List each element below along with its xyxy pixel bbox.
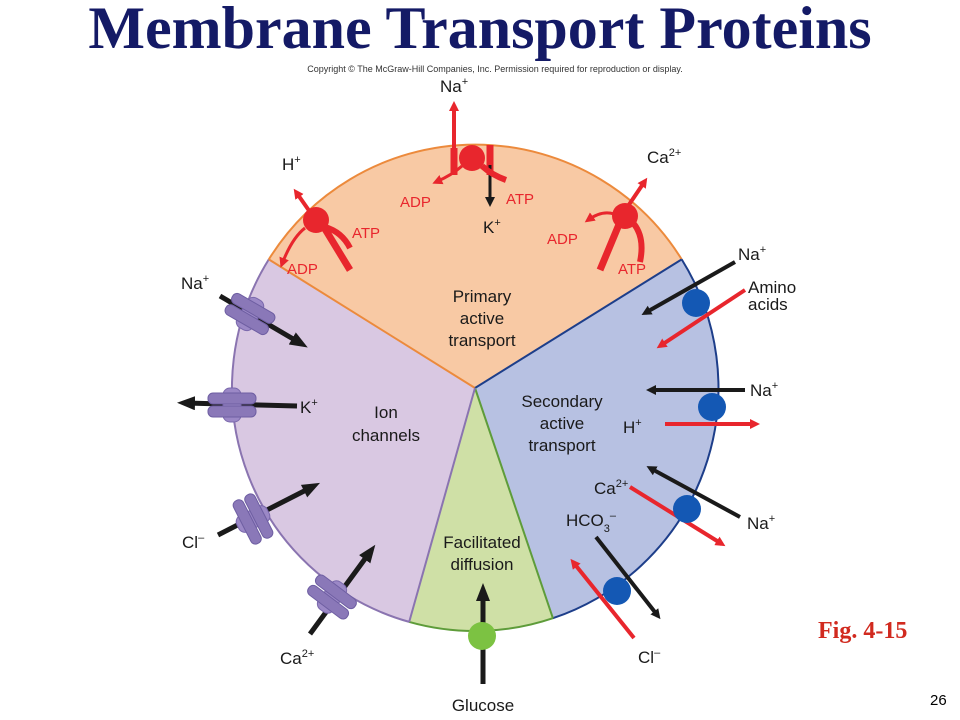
divider-primary-secondary [474, 258, 683, 389]
ca-pump [584, 177, 648, 272]
ion-label-2: channels [352, 426, 420, 445]
sector-facilitated-diffusion [409, 388, 553, 631]
na-h-exchanger [646, 385, 760, 429]
divider-secondary-facilitated [474, 387, 554, 619]
h-pump-label: H+ [282, 154, 301, 174]
sec-h-label: H+ [623, 417, 642, 437]
ion-k-label: K+ [300, 397, 318, 417]
facilitated-label-1: Facilitated [443, 533, 520, 552]
page-number: 26 [930, 692, 947, 709]
na-k-pump [432, 101, 508, 207]
divider-facilitated-ion [408, 387, 476, 623]
hco3-label: HCO3– [566, 510, 617, 535]
atp-top-label: ATP [506, 191, 534, 208]
ca-channel [302, 544, 376, 636]
sec-na2-label: Na+ [750, 380, 778, 400]
sector-ion-channels [231, 259, 475, 622]
h-pump [279, 188, 353, 272]
amino-label-1: Amino [748, 278, 796, 297]
amino-label-2: acids [748, 295, 788, 314]
cl-hco3-exchanger [570, 535, 661, 640]
sector-primary-active [268, 144, 682, 388]
sec-na3-label: Na+ [747, 513, 775, 533]
cl-channel [216, 482, 321, 549]
sec-cl-label: Cl– [638, 647, 661, 667]
divider-ion-primary [268, 258, 476, 389]
adp-top-label: ADP [400, 194, 431, 211]
na-ca-exchanger [628, 466, 741, 547]
atp-h-label: ATP [352, 225, 380, 242]
atp-ca-label: ATP [618, 261, 646, 278]
sec-ca-label: Ca2+ [594, 478, 628, 498]
secondary-label-3: transport [528, 436, 595, 455]
ca-pump-label: Ca2+ [647, 147, 681, 167]
na-amino-cotransporter [641, 260, 747, 349]
primary-label-2: active [460, 309, 504, 328]
na-channel [218, 286, 308, 348]
k-channel [177, 387, 298, 423]
secondary-label-1: Secondary [521, 392, 603, 411]
rim-primary [267, 143, 683, 260]
ion-na-label: Na+ [181, 273, 209, 293]
glucose-label: Glucose [452, 696, 514, 715]
glucose-transporter [468, 583, 496, 684]
figure-label: Fig. 4-15 [818, 618, 908, 644]
primary-label-1: Primary [453, 287, 512, 306]
secondary-label-2: active [540, 414, 584, 433]
k-top-label: K+ [483, 217, 501, 237]
adp-ca-label: ADP [547, 231, 578, 248]
facilitated-label-2: diffusion [450, 555, 513, 574]
sector-secondary-active [475, 259, 719, 619]
ion-cl-label: Cl– [182, 532, 205, 552]
ion-ca-label: Ca2+ [280, 648, 314, 668]
primary-label-3: transport [448, 331, 515, 350]
slide-title: Membrane Transport Proteins [88, 0, 872, 61]
ion-label-1: Ion [374, 403, 398, 422]
sec-na1-label: Na+ [738, 244, 766, 264]
adp-h-label: ADP [287, 261, 318, 278]
na-top-label: Na+ [440, 76, 468, 96]
copyright-notice: Copyright © The McGraw-Hill Companies, I… [307, 64, 683, 74]
